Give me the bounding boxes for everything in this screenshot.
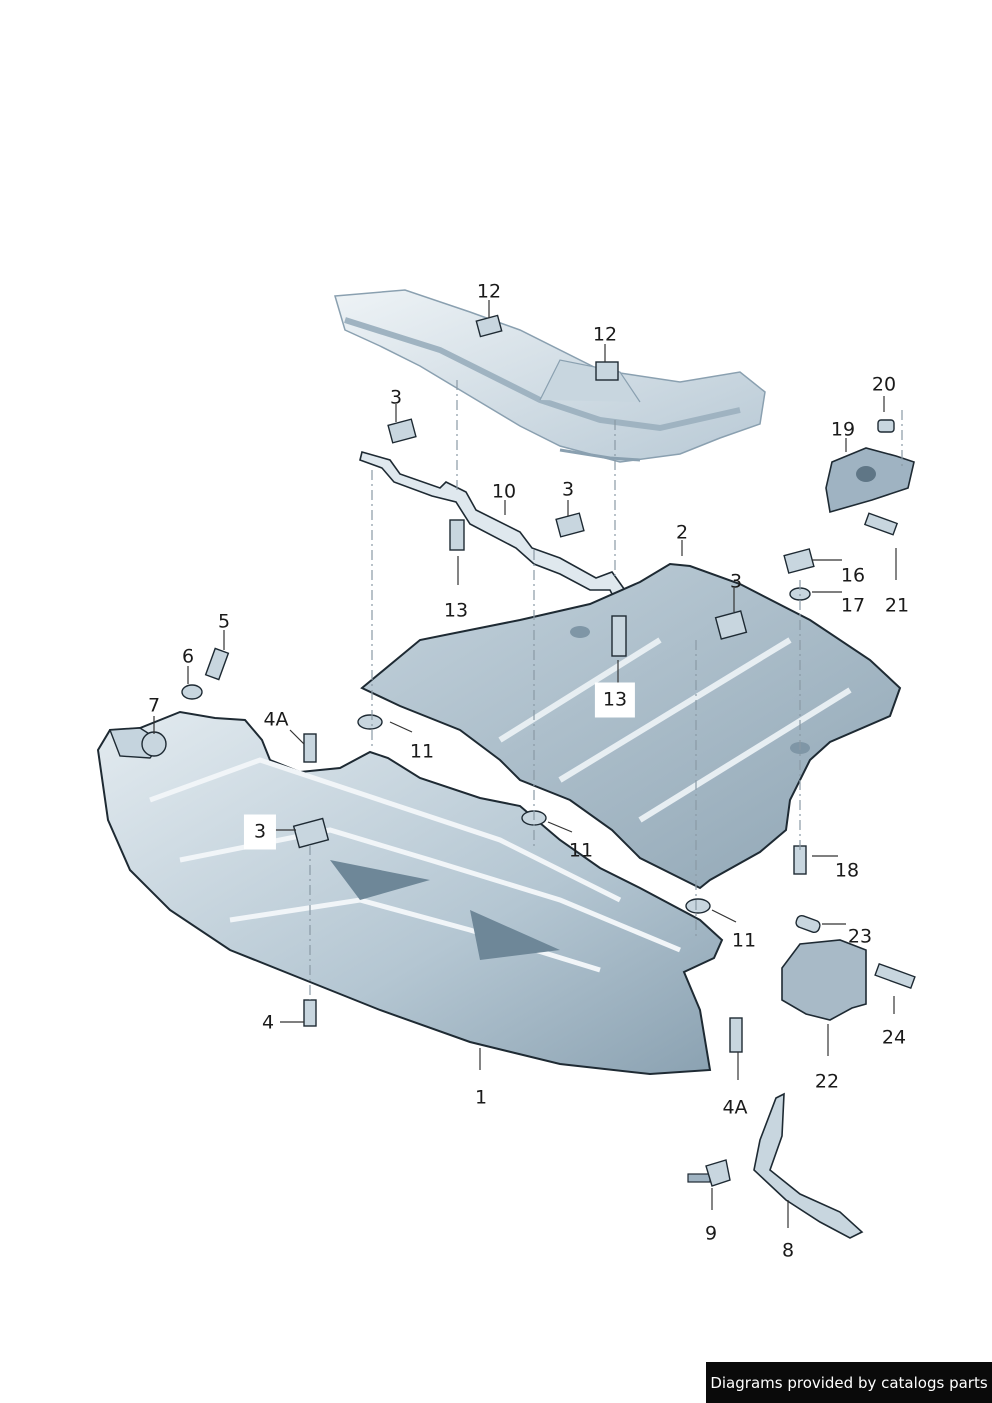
callout-6: 6 bbox=[181, 645, 195, 668]
callout-3-c: 3 bbox=[729, 570, 743, 593]
callout-4: 4 bbox=[261, 1011, 275, 1034]
panel-2 bbox=[360, 562, 902, 890]
callout-11-b: 11 bbox=[568, 839, 594, 862]
callout-11-a: 11 bbox=[409, 740, 435, 763]
callout-12-a: 12 bbox=[476, 280, 502, 303]
callout-8: 8 bbox=[781, 1239, 795, 1262]
callout-22: 22 bbox=[814, 1070, 840, 1093]
callout-3-b: 3 bbox=[561, 478, 575, 501]
panel-1 bbox=[96, 710, 724, 1076]
callout-1: 1 bbox=[474, 1086, 488, 1109]
callout-12-b: 12 bbox=[592, 323, 618, 346]
callout-3-a: 3 bbox=[389, 386, 403, 409]
callout-9: 9 bbox=[704, 1222, 718, 1245]
callout-13-a: 13 bbox=[443, 599, 469, 622]
leader-lines bbox=[153, 300, 897, 1228]
callout-11-c: 11 bbox=[731, 929, 757, 952]
subframe-crossmember bbox=[334, 289, 766, 463]
clip-9 bbox=[687, 1159, 731, 1187]
callout-4a-a: 4A bbox=[263, 708, 289, 731]
bracket-19 bbox=[825, 447, 915, 514]
callout-2: 2 bbox=[675, 521, 689, 544]
callout-18: 18 bbox=[834, 859, 860, 882]
callout-5: 5 bbox=[217, 610, 231, 633]
attribution-footer: Diagrams provided by catalogs parts bbox=[706, 1362, 992, 1403]
bracket-22 bbox=[781, 939, 867, 1021]
bracket-8 bbox=[753, 1092, 864, 1239]
callout-13-b: 13 bbox=[594, 682, 636, 718]
callout-16: 16 bbox=[840, 564, 866, 587]
callout-3-d: 3 bbox=[243, 814, 277, 850]
callout-17: 17 bbox=[840, 594, 866, 617]
callout-19: 19 bbox=[830, 418, 856, 441]
callout-10: 10 bbox=[491, 480, 517, 503]
footer-text: Diagrams provided by catalogs parts bbox=[710, 1373, 988, 1392]
callout-7: 7 bbox=[147, 694, 161, 717]
callout-4a-b: 4A bbox=[722, 1096, 748, 1119]
callout-24: 24 bbox=[881, 1026, 907, 1049]
callout-20: 20 bbox=[871, 373, 897, 396]
callout-23: 23 bbox=[847, 925, 873, 948]
callout-21: 21 bbox=[884, 594, 910, 617]
alignment-lines bbox=[309, 380, 903, 1000]
